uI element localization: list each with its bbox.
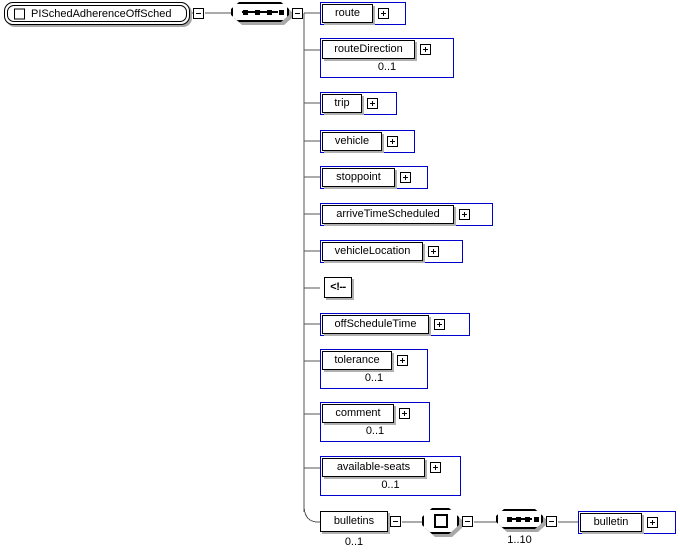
cardinality-label: 0..1 bbox=[381, 479, 400, 491]
element-offScheduleTime[interactable]: offScheduleTime bbox=[320, 313, 470, 336]
element-comment[interactable]: comment 0..1 bbox=[320, 402, 430, 442]
sequence-dot bbox=[255, 10, 260, 15]
root-sequence-icon[interactable] bbox=[231, 2, 289, 22]
element-bulletin[interactable]: bulletin bbox=[578, 511, 676, 534]
element-label: comment bbox=[335, 407, 381, 419]
type-square-icon bbox=[434, 514, 448, 528]
element-label: routeDirection bbox=[334, 43, 403, 55]
element-available-seats[interactable]: available-seats 0..1 bbox=[320, 456, 461, 496]
element-label: offScheduleTime bbox=[334, 318, 417, 330]
element-label: tolerance bbox=[334, 354, 380, 366]
element-label: trip bbox=[334, 97, 350, 109]
cardinality-label: 0..1 bbox=[365, 425, 385, 437]
comment-node[interactable]: <!-- bbox=[324, 277, 352, 298]
element-name-box: arriveTimeScheduled bbox=[322, 205, 454, 224]
sequence-dot bbox=[267, 10, 272, 15]
cardinality-label: 0..1 bbox=[377, 61, 397, 73]
element-name-box: stoppoint bbox=[322, 168, 395, 187]
plus-icon[interactable] bbox=[400, 172, 411, 183]
plus-icon[interactable] bbox=[378, 8, 389, 19]
element-vehicle[interactable]: vehicle bbox=[320, 130, 415, 153]
element-routeDirection[interactable]: routeDirection 0..1 bbox=[320, 38, 454, 78]
cardinality-label: 0..1 bbox=[364, 372, 384, 384]
complex-type-icon[interactable] bbox=[422, 508, 459, 534]
sequence-bar bbox=[242, 11, 278, 13]
element-vehicleLocation[interactable]: vehicleLocation bbox=[320, 240, 463, 263]
comment-label: <!-- bbox=[330, 281, 346, 293]
plus-icon[interactable] bbox=[428, 246, 439, 257]
bulletins-sequence-icon[interactable] bbox=[496, 509, 543, 529]
root-sequence-collapse-icon[interactable] bbox=[292, 8, 303, 19]
element-label: bulletin bbox=[593, 516, 629, 528]
element-name-box: route bbox=[322, 4, 373, 23]
element-name-box: comment bbox=[322, 404, 394, 423]
plus-icon[interactable] bbox=[367, 98, 378, 109]
sequence-dot bbox=[525, 517, 530, 522]
element-name-box: vehicle bbox=[322, 132, 382, 151]
plus-icon[interactable] bbox=[420, 44, 431, 55]
element-name-box: available-seats bbox=[322, 458, 425, 477]
element-name-box: trip bbox=[322, 94, 362, 113]
element-stoppoint[interactable]: stoppoint bbox=[320, 166, 428, 189]
sequence-dot bbox=[534, 517, 539, 522]
element-label: route bbox=[334, 7, 361, 19]
cardinality-label: 0..1 bbox=[344, 536, 364, 548]
element-name-box: vehicleLocation bbox=[322, 242, 423, 261]
element-label: bulletins bbox=[333, 515, 375, 527]
plus-icon[interactable] bbox=[399, 408, 410, 419]
bulletins-sequence-collapse-icon[interactable] bbox=[546, 516, 557, 527]
root-element-label: PISchedAdherenceOffSched bbox=[31, 7, 172, 20]
sequence-cardinality-label: 1..10 bbox=[507, 534, 532, 546]
element-name-box: bulletin bbox=[580, 513, 642, 532]
element-label: stoppoint bbox=[336, 171, 381, 183]
bulletins-collapse-icon[interactable] bbox=[390, 516, 401, 527]
sequence-dot bbox=[516, 517, 521, 522]
element-name-box: tolerance bbox=[322, 351, 392, 370]
plus-icon[interactable] bbox=[387, 136, 398, 147]
plus-icon[interactable] bbox=[430, 462, 441, 473]
plus-icon[interactable] bbox=[647, 517, 658, 528]
plus-icon[interactable] bbox=[434, 319, 445, 330]
plus-icon[interactable] bbox=[459, 209, 470, 220]
type-node-collapse-icon[interactable] bbox=[462, 516, 473, 527]
element-name-box: routeDirection bbox=[322, 40, 415, 59]
square-icon bbox=[14, 8, 25, 19]
element-label: vehicle bbox=[334, 135, 370, 147]
element-arriveTimeScheduled[interactable]: arriveTimeScheduled bbox=[320, 203, 493, 226]
element-bulletins[interactable]: bulletins bbox=[320, 511, 388, 532]
element-trip[interactable]: trip bbox=[320, 92, 397, 115]
element-name-box: offScheduleTime bbox=[322, 315, 429, 334]
element-tolerance[interactable]: tolerance 0..1 bbox=[320, 349, 428, 389]
sequence-dot bbox=[279, 10, 284, 15]
root-element-node[interactable]: PISchedAdherenceOffSched bbox=[4, 2, 190, 25]
plus-icon[interactable] bbox=[397, 355, 408, 366]
element-label: arriveTimeScheduled bbox=[336, 208, 440, 220]
sequence-dot bbox=[243, 10, 248, 15]
element-label: vehicleLocation bbox=[334, 245, 411, 257]
sequence-dot bbox=[507, 517, 512, 522]
root-collapse-icon[interactable] bbox=[193, 8, 204, 19]
element-label: available-seats bbox=[336, 461, 411, 473]
element-route[interactable]: route bbox=[320, 2, 406, 25]
